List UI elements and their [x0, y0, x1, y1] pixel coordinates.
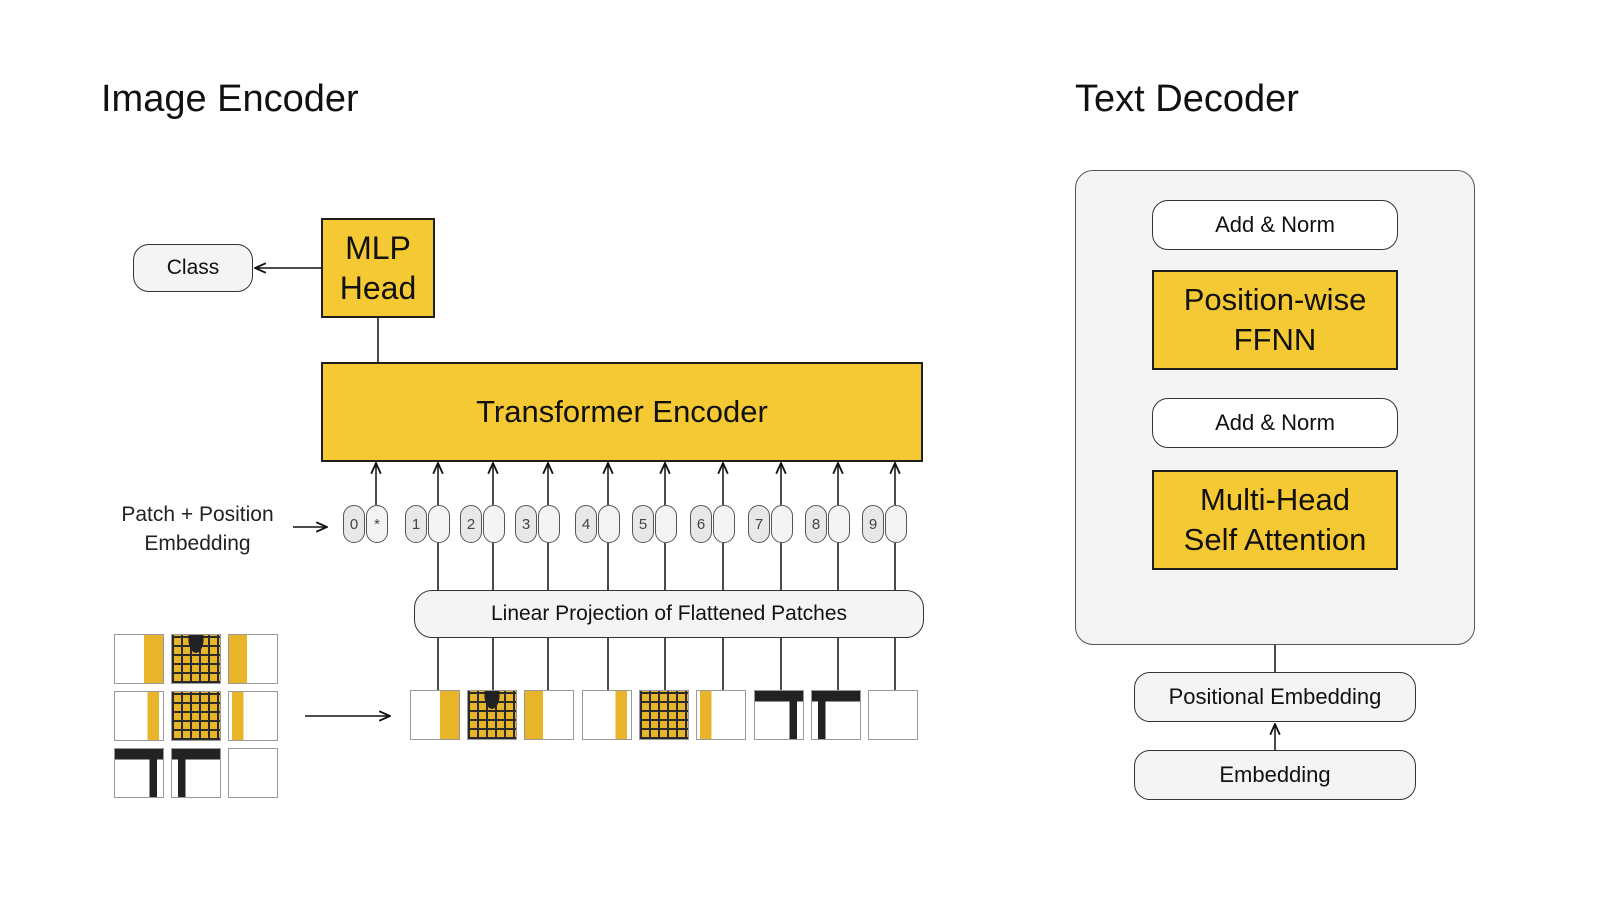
embedding-token: *: [366, 505, 388, 543]
flattened-patch: [410, 690, 460, 740]
embedding-token: [538, 505, 560, 543]
image-patch: [171, 691, 221, 741]
mlp-head-label: MLP Head: [339, 230, 417, 306]
mlp-head-block: MLP Head: [321, 218, 435, 318]
image-patch: [228, 748, 278, 798]
image-patch: [171, 634, 221, 684]
image-patch: [114, 748, 164, 798]
class-label: Class: [166, 256, 220, 279]
add-norm-bottom-label: Add & Norm: [1215, 410, 1335, 435]
ffnn-label: Position-wise FFNN: [1183, 281, 1367, 357]
flattened-patch: [639, 690, 689, 740]
flattened-patch: [582, 690, 632, 740]
positional-embedding-box: Positional Embedding: [1134, 672, 1416, 722]
flattened-patch: [467, 690, 517, 740]
embedding-token: 7: [748, 505, 770, 543]
image-patch: [228, 634, 278, 684]
image-patch: [228, 691, 278, 741]
class-output-box: Class: [133, 244, 253, 292]
embedding-label: Embedding: [1219, 762, 1331, 787]
ffnn-block: Position-wise FFNN: [1152, 270, 1398, 370]
embedding-token: [598, 505, 620, 543]
positional-embedding-label: Positional Embedding: [1168, 684, 1382, 709]
embedding-token: [428, 505, 450, 543]
embedding-token: [713, 505, 735, 543]
linear-projection-label: Linear Projection of Flattened Patches: [490, 602, 848, 625]
image-patch: [114, 634, 164, 684]
embedding-token: [828, 505, 850, 543]
linear-projection-box: Linear Projection of Flattened Patches: [414, 590, 924, 638]
add-norm-top-label: Add & Norm: [1215, 212, 1335, 237]
add-norm-top-box: Add & Norm: [1152, 200, 1398, 250]
embedding-token: [885, 505, 907, 543]
embedding-token: 8: [805, 505, 827, 543]
embedding-box: Embedding: [1134, 750, 1416, 800]
embedding-token: [655, 505, 677, 543]
embedding-token: 2: [460, 505, 482, 543]
multi-head-attention-label: Multi-Head Self Attention: [1183, 481, 1367, 557]
flattened-patch: [868, 690, 918, 740]
flattened-patch: [696, 690, 746, 740]
flattened-patch: [811, 690, 861, 740]
text-decoder-title: Text Decoder: [1075, 78, 1299, 120]
embedding-token: 6: [690, 505, 712, 543]
embedding-label-line-2: Embedding: [144, 532, 251, 555]
embedding-token: 4: [575, 505, 597, 543]
image-patch: [114, 691, 164, 741]
embedding-token: 5: [632, 505, 654, 543]
embedding-token: 9: [862, 505, 884, 543]
embedding-token: 0: [343, 505, 365, 543]
embedding-token: [483, 505, 505, 543]
embedding-label-line-1: Patch + Position: [121, 503, 274, 526]
patch-position-embedding-label: Patch + Position Embedding: [100, 500, 295, 558]
embedding-token: 1: [405, 505, 427, 543]
transformer-encoder-block: Transformer Encoder: [321, 362, 923, 462]
image-patch: [171, 748, 221, 798]
image-encoder-title: Image Encoder: [101, 78, 359, 120]
multi-head-attention-block: Multi-Head Self Attention: [1152, 470, 1398, 570]
transformer-encoder-label: Transformer Encoder: [476, 394, 768, 429]
add-norm-bottom-box: Add & Norm: [1152, 398, 1398, 448]
flattened-patch: [754, 690, 804, 740]
flattened-patch: [524, 690, 574, 740]
embedding-token: 3: [515, 505, 537, 543]
embedding-token: [771, 505, 793, 543]
